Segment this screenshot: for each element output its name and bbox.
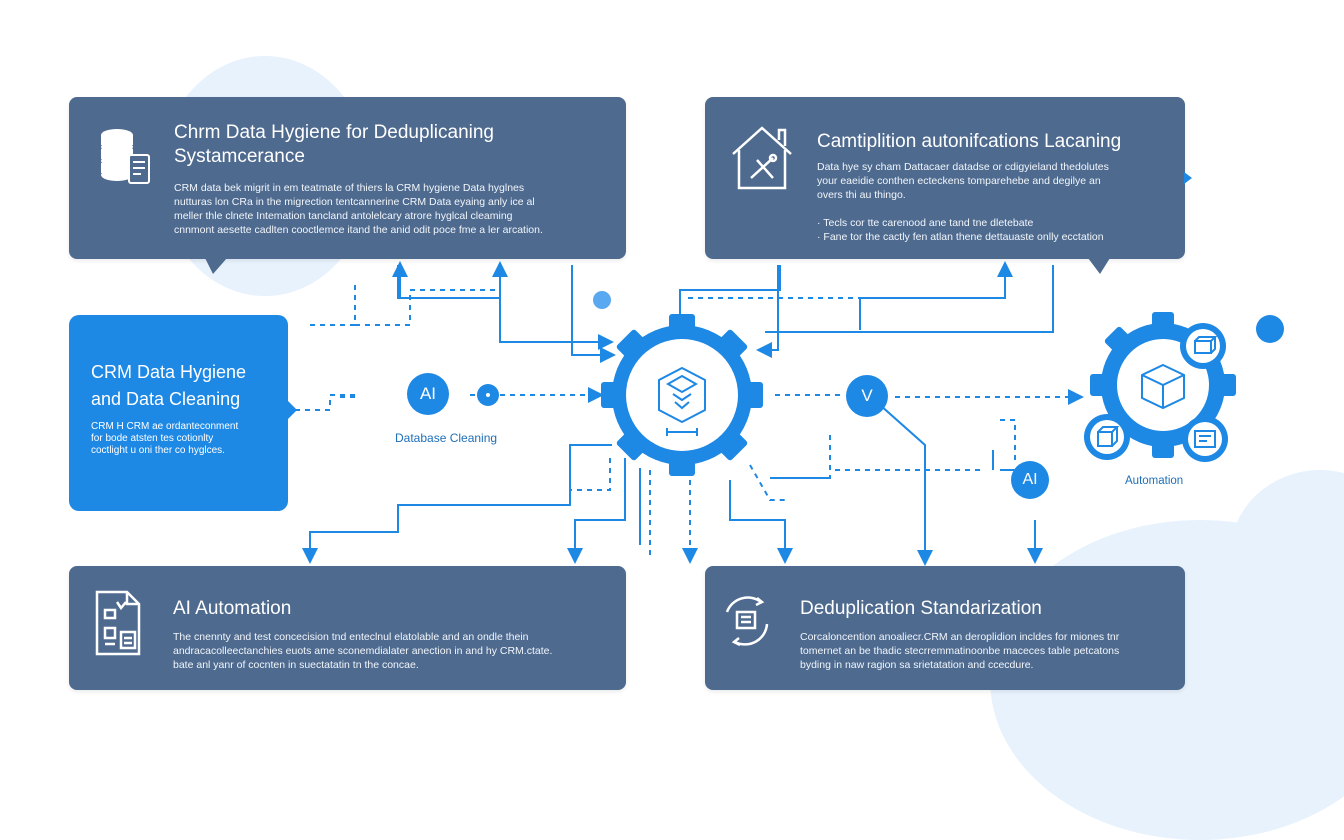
ai-node-right-label: AI bbox=[1022, 471, 1038, 488]
panel-top-right-side-arrow bbox=[1184, 172, 1192, 184]
panel-top-right-title: Camtiplition autonifcations Lacaning bbox=[817, 131, 1122, 152]
panel-top-right-bullet: · Fane tor the cactly fen atlan thene de… bbox=[817, 231, 1104, 243]
panel-bottom-left-body-line: The cnennty and test concecision tnd ent… bbox=[173, 631, 529, 643]
central-hub-gear bbox=[601, 314, 763, 476]
house-tools-icon bbox=[732, 126, 792, 190]
panel-top-right-body-line: overs thi au thingo. bbox=[817, 189, 906, 201]
panel-bottom-left-body-line: bate anl yanr of cocnten in suectatatin … bbox=[173, 659, 419, 671]
automation-badge-left-icon bbox=[1090, 420, 1124, 454]
panel-top-right-pointer bbox=[1088, 258, 1110, 274]
panel-bottom-right-title: Deduplication Standarization bbox=[800, 598, 1042, 619]
panel-top-left-pointer bbox=[205, 258, 227, 274]
panel-bottom-left: AI Automation The cnennty and test conce… bbox=[69, 566, 626, 690]
panel-bottom-left-title: AI Automation bbox=[173, 598, 292, 619]
panel-top-left-title: Chrm Data Hygiene for Deduplicaning Syst… bbox=[174, 121, 494, 169]
decor-dot-right bbox=[1256, 315, 1284, 343]
panel-top-right: Camtiplition autonifcations Lacaning Dat… bbox=[705, 97, 1185, 259]
panel-top-left-body-line: meller thle clnete Intemation tancland a… bbox=[174, 210, 513, 222]
ai-node-right: AI bbox=[1011, 461, 1049, 499]
panel-bottom-right-body-line: byding in naw ragion sa srietatation and… bbox=[800, 659, 1034, 671]
cube-shield-icon bbox=[658, 366, 706, 436]
v-node-label: V bbox=[861, 386, 873, 405]
panel-left-blue-title: CRM Data Hygiene and Data Cleaning bbox=[91, 359, 246, 413]
database-cleaning-label: Database Cleaning bbox=[395, 431, 498, 445]
panel-left-blue-pointer bbox=[287, 400, 297, 420]
panel-left-blue-body-line: for bode atsten tes cotionlty bbox=[91, 433, 214, 444]
panel-top-right-bullet: · Tecls cor tte carenood ane tand tne dl… bbox=[817, 217, 1034, 229]
panel-left-blue-body-line: CRM H CRM ae ordanteconment bbox=[91, 421, 239, 432]
ai-node-left: AI bbox=[407, 373, 449, 415]
automation-gear bbox=[1090, 312, 1236, 458]
panel-top-right-body-line: Data hye sy cham Dattacaer datadse or cd… bbox=[817, 161, 1109, 173]
database-stack-icon bbox=[101, 129, 150, 184]
panel-bottom-right-body: Corcaloncention anoaliecr.CRM an deropli… bbox=[800, 630, 1119, 672]
panel-top-right-body: Data hye sy cham Dattacaer datadse or cd… bbox=[817, 160, 1109, 244]
panel-bottom-right: Deduplication Standarization Corcaloncen… bbox=[705, 566, 1185, 690]
cycle-box-icon bbox=[725, 596, 769, 647]
panel-top-left-body: CRM data bek migrit in em teatmate of th… bbox=[174, 181, 543, 237]
automation-label: Automation bbox=[1125, 475, 1184, 487]
decor-dot-top bbox=[593, 291, 611, 309]
automation-badge-right-icon bbox=[1188, 422, 1222, 456]
panel-top-left-body-line: CRM data bek migrit in em teatmate of th… bbox=[174, 182, 525, 194]
panel-top-left-body-line: cnnmont aesette cadlten cooctlemce itand… bbox=[174, 224, 543, 236]
panel-bottom-left-body-line: andracacolleectanchies euots ame sconemd… bbox=[173, 645, 553, 657]
panel-bottom-right-body-line: Corcaloncention anoaliecr.CRM an deropli… bbox=[800, 631, 1120, 643]
panel-left-blue-body-line: coctlight u oni ther co hyglces. bbox=[91, 445, 225, 456]
ai-node-left-label: AI bbox=[419, 384, 437, 403]
panel-left-blue-title-line1: CRM Data Hygiene bbox=[91, 362, 247, 382]
panel-left-blue: CRM Data Hygiene and Data Cleaning CRM H… bbox=[69, 315, 288, 511]
connection-lines bbox=[295, 261, 1084, 566]
panel-top-left-title-line2: Systamcerance bbox=[174, 146, 305, 167]
panel-bottom-right-body-line: tomernet an be thadic stecrremmatinoonbe… bbox=[800, 645, 1120, 657]
panel-top-right-body-line: your eaeidie conthen ecteckens tomparehe… bbox=[817, 175, 1101, 187]
panel-top-left: Chrm Data Hygiene for Deduplicaning Syst… bbox=[69, 97, 626, 259]
small-node-left-inner bbox=[486, 393, 490, 397]
panel-top-left-title-line1: Chrm Data Hygiene for Deduplicaning bbox=[174, 122, 494, 143]
panel-top-left-body-line: nutturas lon CRa in the migrection tentc… bbox=[174, 196, 535, 208]
panel-left-blue-body: CRM H CRM ae ordanteconment for bode ats… bbox=[91, 421, 238, 457]
panel-left-blue-title-line2: and Data Cleaning bbox=[91, 389, 241, 409]
document-puzzle-icon bbox=[95, 590, 141, 656]
panel-bottom-left-body: The cnennty and test concecision tnd ent… bbox=[173, 630, 552, 672]
cube-icon bbox=[1141, 363, 1185, 410]
automation-badge-top-icon bbox=[1186, 329, 1220, 363]
v-node: V bbox=[846, 375, 888, 417]
